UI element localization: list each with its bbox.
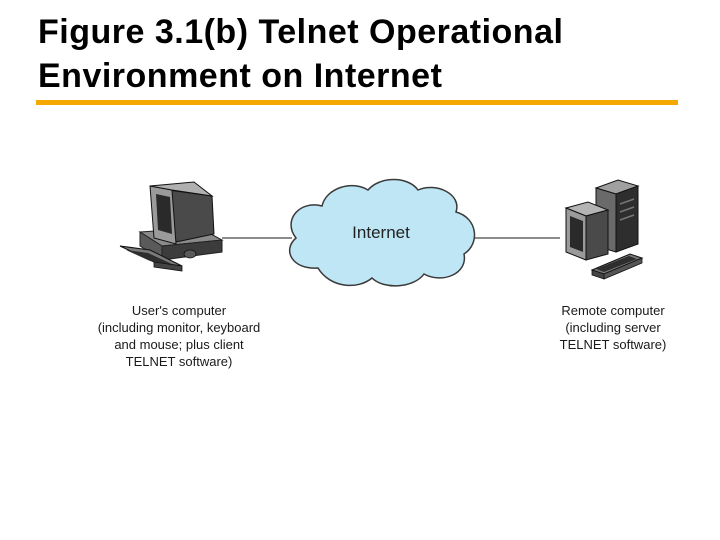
caption-line: User's computer	[131, 303, 227, 318]
title-underline	[36, 100, 678, 105]
caption-line: (including monitor, keyboard	[97, 320, 261, 335]
caption-line: TELNET software)	[125, 354, 233, 369]
caption-line: Remote computer	[561, 303, 665, 318]
internet-cloud-icon: Internet	[288, 178, 476, 287]
caption-line: and mouse; plus client	[114, 337, 244, 352]
title-line-1: Figure 3.1(b) Telnet Operational	[38, 13, 564, 51]
internet-label: Internet	[352, 223, 410, 242]
title-line-2: Environment on Internet	[38, 57, 443, 95]
users-computer-caption: User's computer (including monitor, keyb…	[74, 302, 284, 370]
caption-line: TELNET software)	[559, 337, 667, 352]
server-computer-icon	[564, 179, 644, 280]
remote-computer-caption: Remote computer (including server TELNET…	[528, 302, 698, 353]
desktop-computer-icon	[119, 181, 224, 272]
caption-line: (including server	[565, 320, 661, 335]
slide-title: Figure 3.1(b) Telnet Operational Environ…	[38, 10, 698, 98]
